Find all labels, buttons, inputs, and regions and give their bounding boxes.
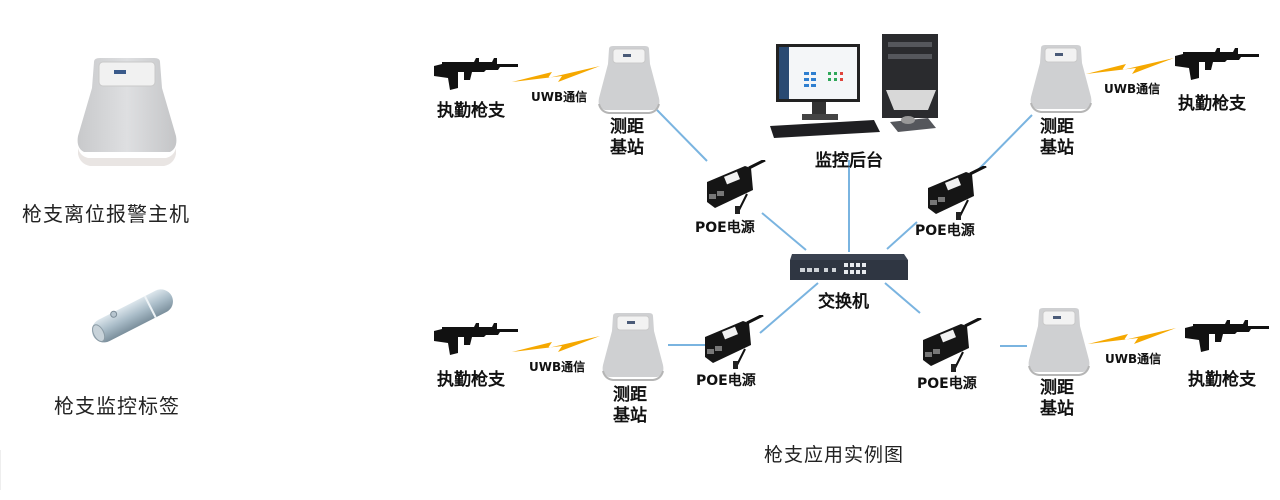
ranging-station-icon	[1028, 308, 1090, 376]
gun-label: 执勤枪支	[1188, 370, 1256, 390]
poe-label: POE电源	[695, 220, 755, 236]
uwb-bolt-icon	[1086, 52, 1174, 86]
gun-icon	[1185, 320, 1269, 358]
alarm-host-icon	[77, 58, 177, 166]
monitoring-computer	[768, 30, 940, 144]
computer-icon	[770, 34, 938, 138]
station-label-line1: 测距	[1040, 117, 1074, 137]
switch-icon	[790, 254, 908, 280]
uwb-label: UWB通信	[531, 90, 588, 104]
ranging-station	[601, 313, 665, 385]
switch-label: 交换机	[818, 292, 869, 312]
ranging-station-icon	[602, 313, 664, 381]
gun-icon	[1175, 48, 1259, 86]
diagram-caption: 枪支应用实例图	[764, 444, 905, 466]
uwb-bolt-icon	[512, 330, 600, 364]
gun-label: 执勤枪支	[1178, 94, 1246, 114]
uwb-label: UWB通信	[1104, 82, 1161, 96]
gun-tag-icon	[91, 289, 173, 343]
network-switch	[788, 252, 910, 288]
uwb-label: UWB通信	[1105, 352, 1162, 366]
ranging-station	[1027, 308, 1091, 380]
link-switch-poe-br	[884, 282, 921, 314]
station-label-line2: 基站	[1040, 399, 1074, 419]
uwb-bolt-icon	[1088, 322, 1176, 356]
link-switch-poe-bl	[759, 282, 819, 334]
poe-power-supply	[926, 164, 990, 226]
link-poe-tr-switch	[886, 221, 918, 250]
poe-power-supply	[705, 158, 769, 220]
station-label-line1: 测距	[613, 385, 647, 405]
poe-power-supply	[921, 316, 985, 378]
gun-icon	[434, 323, 518, 361]
monitor-label: 监控后台	[815, 151, 883, 171]
ranging-station-label: 测距基站	[610, 117, 644, 159]
gun-label: 执勤枪支	[437, 370, 505, 390]
ranging-station-icon	[598, 46, 660, 114]
link-station-tr-poe	[977, 114, 1033, 171]
link-station-tl-poe	[656, 109, 708, 162]
poe-label: POE电源	[917, 376, 977, 392]
link-poe-tl-switch	[761, 212, 807, 251]
poe-adapter-icon	[928, 164, 987, 220]
ranging-station-label: 测距基站	[1040, 117, 1074, 159]
station-label-line2: 基站	[613, 406, 647, 426]
alarm-host-label: 枪支离位报警主机	[22, 202, 190, 226]
poe-label: POE电源	[915, 223, 975, 239]
poe-adapter-icon	[923, 316, 982, 372]
poe-adapter-icon	[705, 313, 764, 369]
monitor-tag-device	[86, 284, 178, 346]
station-label-line1: 测距	[1040, 378, 1074, 398]
station-label-line2: 基站	[1040, 138, 1074, 158]
ranging-station	[1029, 45, 1093, 117]
edge-divider	[0, 450, 3, 490]
alarm-host-device	[74, 58, 180, 168]
uwb-bolt-icon	[512, 60, 600, 94]
ranging-station	[597, 46, 661, 118]
gun-label: 执勤枪支	[437, 101, 505, 121]
poe-power-supply	[703, 313, 767, 375]
ranging-station-label: 测距基站	[613, 385, 647, 427]
gun-icon	[434, 58, 518, 96]
ranging-station-label: 测距基站	[1040, 378, 1074, 420]
poe-label: POE电源	[696, 373, 756, 389]
uwb-label: UWB通信	[529, 360, 586, 374]
monitor-tag-label: 枪支监控标签	[54, 394, 180, 418]
station-label-line1: 测距	[610, 117, 644, 137]
station-label-line2: 基站	[610, 138, 644, 158]
ranging-station-icon	[1030, 45, 1092, 113]
poe-adapter-icon	[707, 158, 766, 214]
